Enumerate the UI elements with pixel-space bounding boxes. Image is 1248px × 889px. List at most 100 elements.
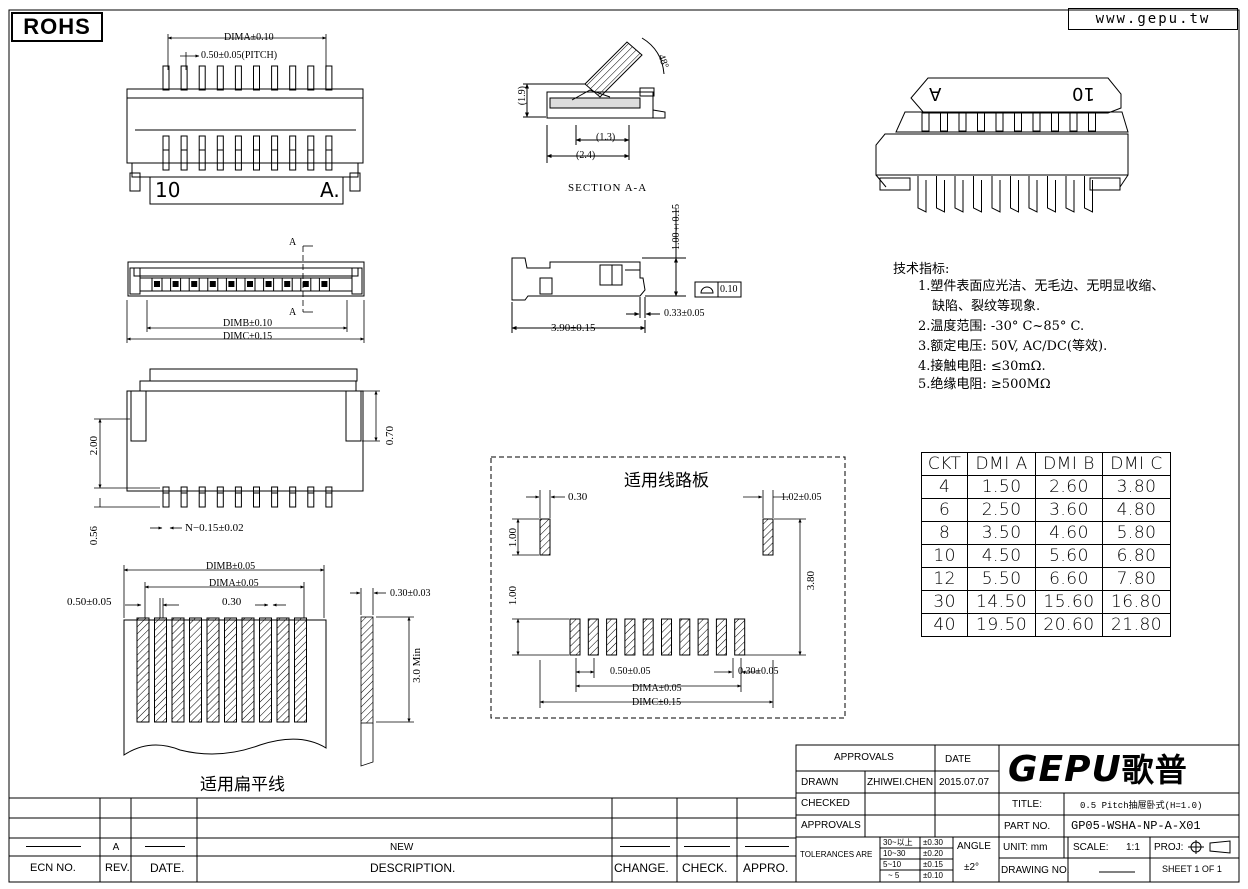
ckt-cell: 5.80 — [1102, 521, 1171, 545]
ckt-cell: 20.60 — [1034, 613, 1104, 637]
bottom-pin — [234, 486, 242, 508]
pcb-dim-100b: 1.00 — [507, 586, 519, 606]
ckt-header-cell: DMI B — [1034, 452, 1104, 476]
front-pin-dot — [191, 281, 198, 287]
ckt-cell: 6.60 — [1034, 567, 1104, 591]
tb-scale-label: SCALE: — [1073, 842, 1109, 853]
tb-tol-value-3: ±0.15 — [923, 860, 943, 869]
fpc-title: 适用扁平线 — [200, 775, 285, 795]
ckt-cell: 30 — [920, 590, 969, 614]
ckt-cell: 3.80 — [1102, 475, 1171, 499]
iso-upper-pin — [940, 112, 948, 132]
iso-upper-pin — [995, 112, 1004, 132]
ckt-cell: 8 — [920, 521, 969, 545]
fpc-traces — [136, 617, 307, 723]
ckt-cell: 4.50 — [967, 544, 1036, 568]
fpc-trace — [154, 617, 167, 723]
connector-pin — [325, 65, 333, 91]
bottom-view-dims — [94, 390, 380, 530]
tb-tol-value-1: ±0.30 — [923, 838, 943, 847]
front-pin-dot — [284, 281, 291, 287]
ckt-header-cell: DMI C — [1102, 452, 1171, 476]
spec-line-4: 4.接触电阻: ≤30mΩ. — [918, 359, 1046, 374]
pcb-dim-380: 3.80 — [805, 571, 817, 591]
ckt-header-cell: DMI A — [967, 452, 1036, 476]
connector-pin — [271, 65, 279, 91]
ckt-cell: 6 — [920, 498, 969, 522]
pcb-pad — [642, 618, 654, 656]
iso-upper-pin — [921, 112, 930, 132]
ckt-cell: 12 — [920, 567, 969, 591]
front-pin — [170, 277, 182, 292]
title-block-grid — [795, 744, 1240, 883]
front-dimc-label: DIMC±0.15 — [223, 331, 273, 342]
iso-upper-pin — [1032, 112, 1041, 132]
bottom-dim-200: 2.00 — [88, 436, 100, 456]
change-header: CHANGE. — [614, 861, 669, 875]
tb-title-label: TITLE: — [1012, 799, 1043, 810]
fpc-trace — [206, 617, 220, 723]
iso-label-a: A — [929, 83, 942, 104]
fpc-trace — [171, 617, 185, 723]
pcb-pad — [606, 618, 618, 656]
tb-tol-value-4: ±0.10 — [923, 871, 943, 880]
ecn-dash — [26, 846, 81, 847]
isometric-view — [875, 77, 1129, 191]
iso-upper-pin — [1051, 112, 1059, 132]
contact-pin — [162, 135, 170, 171]
tb-drawn-label: DRAWN — [801, 777, 839, 788]
revision-grid — [9, 797, 796, 882]
tb-proj-label: PROJ: — [1154, 842, 1184, 853]
iso-lower-pin — [1047, 176, 1056, 213]
top-view-dims — [167, 34, 327, 70]
connector-pin — [289, 65, 297, 91]
contact-pin — [234, 135, 242, 171]
front-pin-dot — [228, 281, 235, 287]
pcb-pad — [734, 618, 746, 656]
contact-pin — [253, 135, 260, 171]
ckt-cell: 21.80 — [1102, 613, 1171, 637]
pcb-pad — [697, 618, 709, 656]
description-header: DESCRIPTION. — [370, 861, 456, 875]
ecn-header: ECN NO. — [30, 862, 76, 874]
website-label: www.gepu.tw — [1068, 8, 1238, 30]
spec-line-5: 5.绝缘电阻: ≥500MΩ — [918, 377, 1051, 392]
top-view-pins-upper — [162, 65, 333, 91]
iso-upper-pin — [958, 112, 967, 132]
bottom-pin — [162, 486, 170, 508]
contact-pin — [325, 135, 333, 171]
bottom-pin — [271, 486, 279, 508]
fpc-trace — [224, 617, 237, 723]
front-pin-dot — [321, 281, 328, 287]
tb-scale-value: 1:1 — [1126, 842, 1140, 853]
fpc-dims — [123, 565, 414, 767]
bottom-pin — [198, 486, 206, 508]
appro-dash — [745, 846, 789, 847]
section-dim-13: (1.3) — [596, 132, 616, 143]
pcb-dim-100a: 1.00 — [507, 528, 519, 548]
front-pin-dot — [302, 281, 309, 287]
connector-pin — [234, 65, 242, 91]
fpc-trace — [136, 617, 150, 723]
front-pin — [225, 277, 237, 292]
pcb-pads — [569, 618, 746, 656]
iso-upper-pin — [1088, 112, 1096, 132]
iso-lower-pin — [936, 176, 945, 213]
bottom-dim-070: 0.70 — [384, 426, 396, 446]
contact-pin — [198, 135, 206, 171]
tb-drawing-no: DRAWING NO. — [1001, 865, 1070, 876]
contact-pin — [271, 135, 279, 171]
iso-lower-pin — [991, 176, 1001, 213]
connector-pin — [180, 65, 188, 91]
ckt-cell: 1.50 — [967, 475, 1036, 499]
date-dash — [145, 846, 185, 847]
tb-part-value: GP05-WSHA-NP-A-X01 — [1071, 819, 1201, 833]
change-dash — [620, 846, 670, 847]
iso-upper-pin — [1069, 112, 1078, 132]
